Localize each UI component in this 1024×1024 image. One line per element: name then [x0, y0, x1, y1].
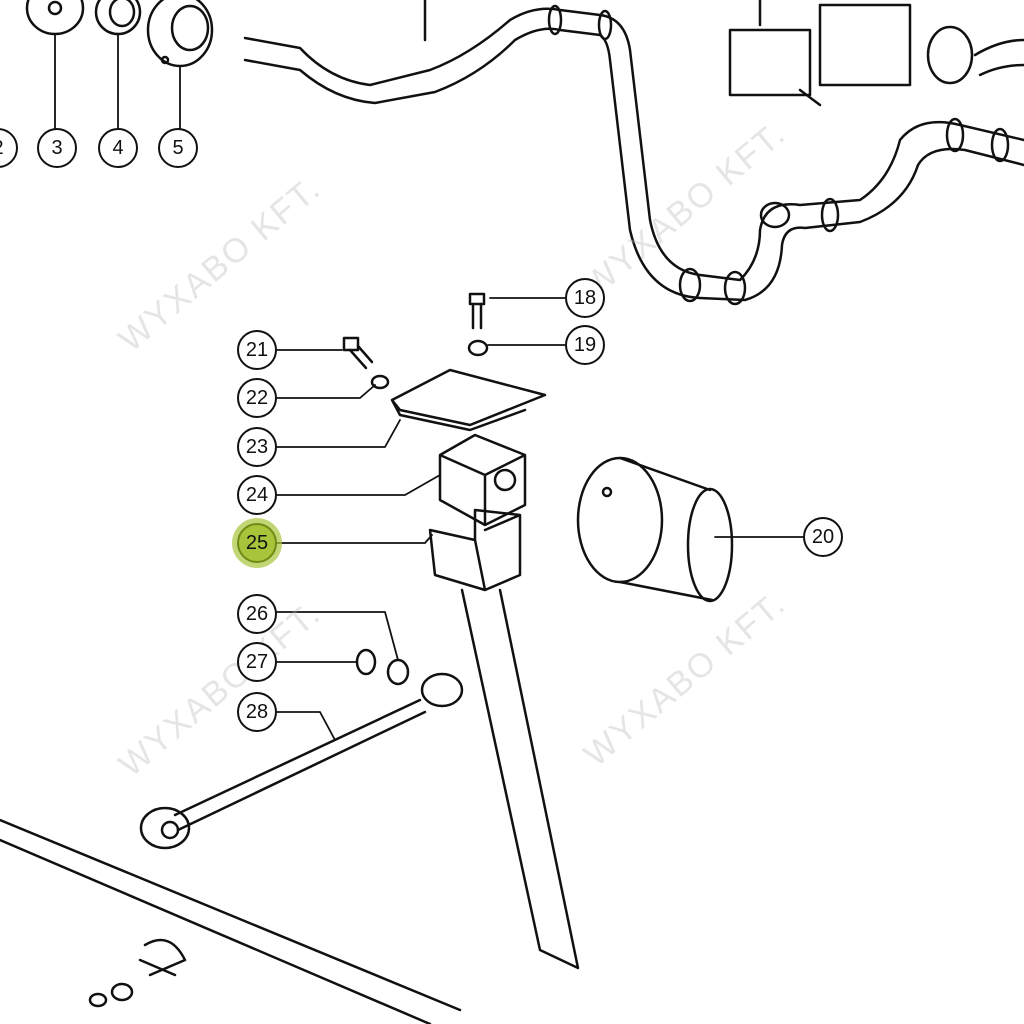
bolt-18 — [468, 292, 486, 330]
part-3-flange — [25, 0, 85, 36]
callout-21[interactable]: 21 — [237, 330, 277, 370]
callout-20[interactable]: 20 — [803, 517, 843, 557]
callout-26[interactable]: 26 — [237, 594, 277, 634]
part-4-bushing — [94, 0, 142, 36]
rod-28 — [139, 672, 464, 850]
washer-26 — [386, 658, 410, 686]
callout-19[interactable]: 19 — [565, 325, 605, 365]
washer-22 — [370, 374, 390, 390]
frame-lower — [0, 818, 462, 1024]
bracket-25 — [428, 508, 580, 970]
sleeve-20 — [576, 456, 734, 603]
clip-27 — [355, 648, 377, 676]
callout-18[interactable]: 18 — [565, 278, 605, 318]
part-5-bearing — [146, 0, 214, 68]
callout-22[interactable]: 22 — [237, 378, 277, 418]
callout-4[interactable]: 4 — [98, 128, 138, 168]
callout-24[interactable]: 24 — [237, 475, 277, 515]
plate-23 — [390, 368, 547, 432]
valve-assembly — [728, 0, 1024, 107]
leader-lines — [276, 297, 804, 741]
callout-25-highlighted[interactable]: 25 — [237, 523, 277, 563]
callout-27[interactable]: 27 — [237, 642, 277, 682]
callout-5[interactable]: 5 — [158, 128, 198, 168]
nut-19 — [467, 339, 489, 357]
block-24 — [438, 433, 527, 527]
callout-3[interactable]: 3 — [37, 128, 77, 168]
callout-28[interactable]: 28 — [237, 692, 277, 732]
callout-23[interactable]: 23 — [237, 427, 277, 467]
pipe-upper — [243, 0, 1024, 306]
bolt-21 — [342, 336, 374, 370]
